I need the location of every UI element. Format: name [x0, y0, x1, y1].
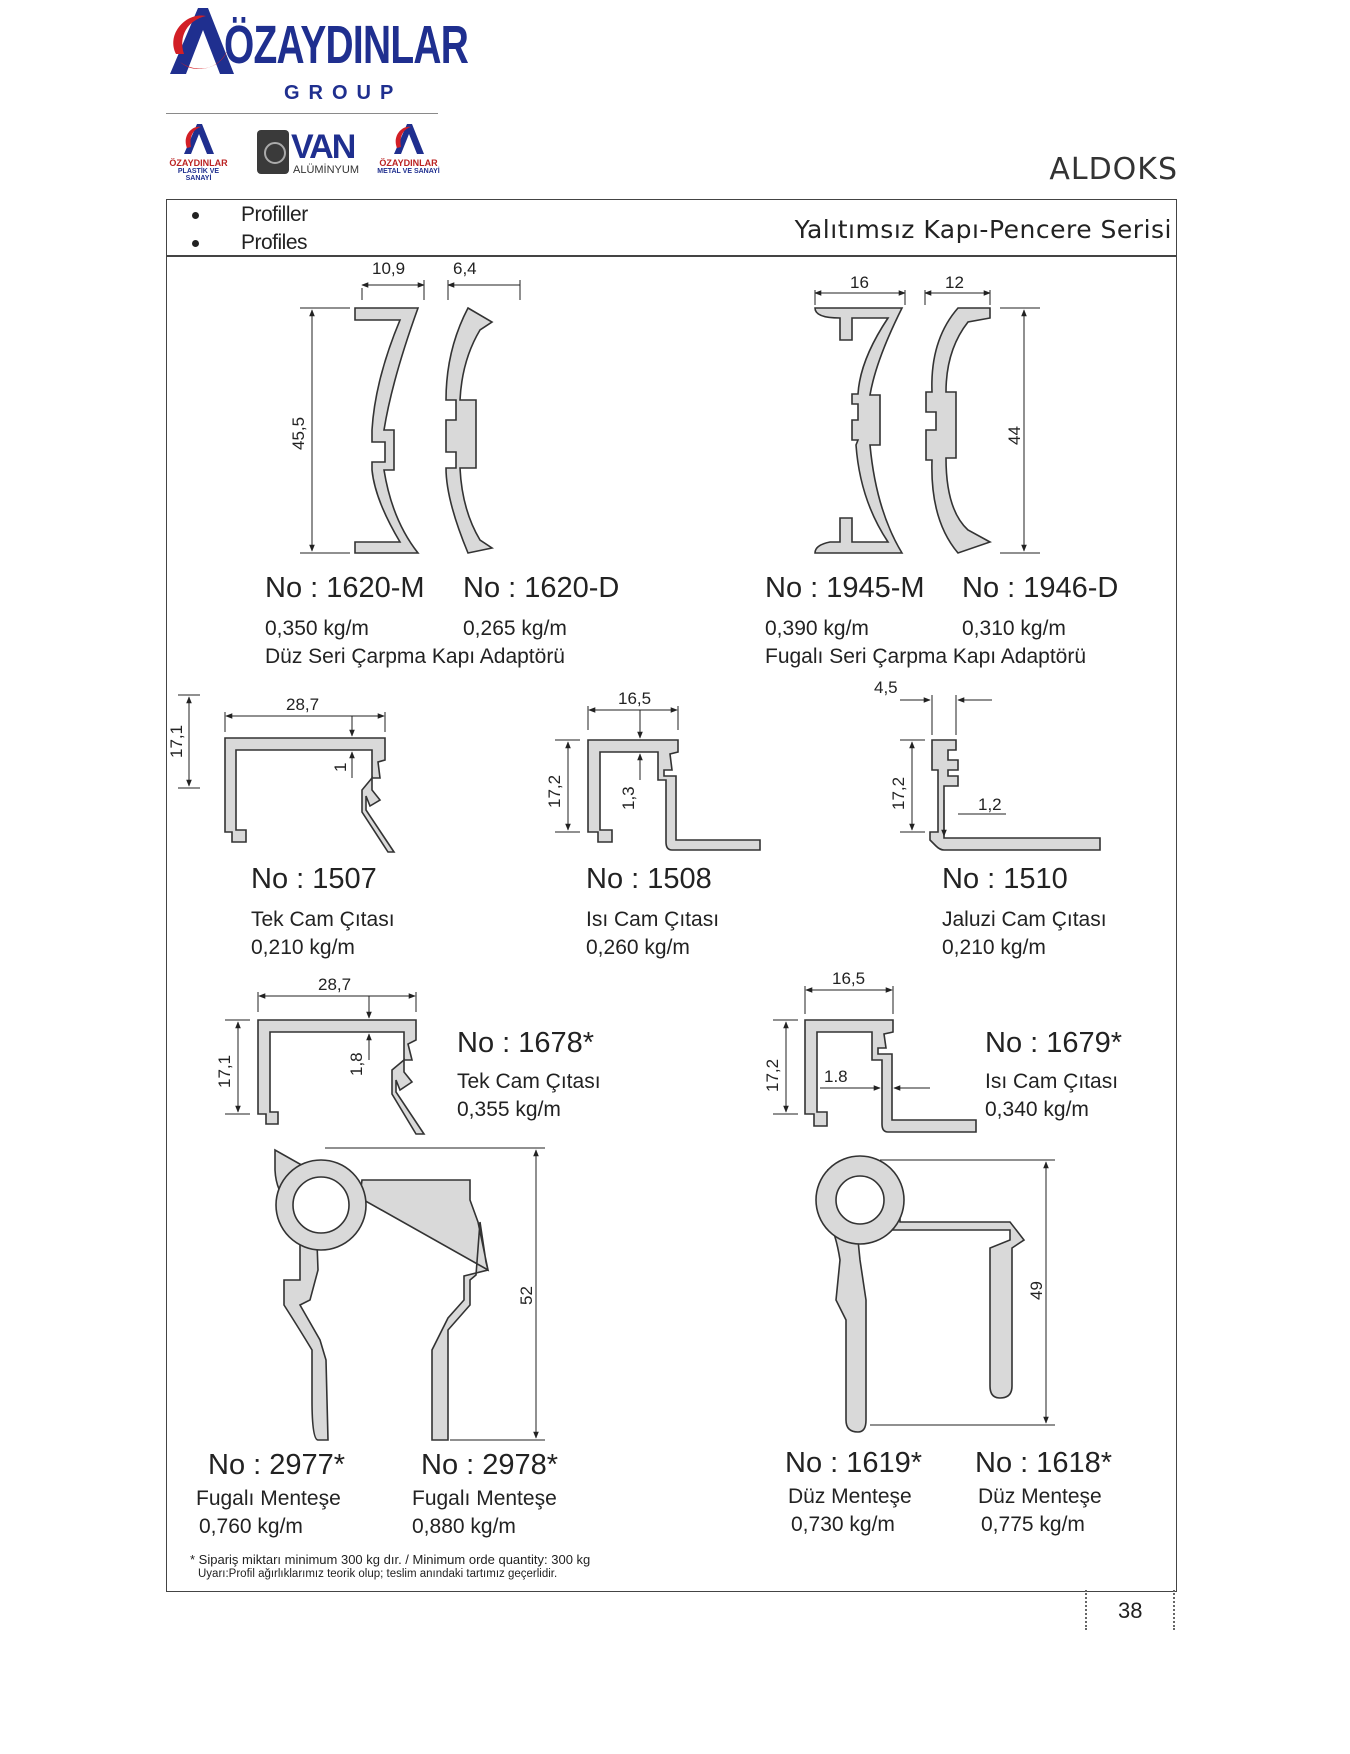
dim-1508-w: 16,5 [618, 689, 651, 708]
desc-2978: Fugalı Menteşe [412, 1487, 557, 1510]
product-no-2977: No : 2977* [208, 1449, 346, 1481]
weight-1618: 0,775 kg/m [981, 1513, 1085, 1536]
product-no-1507: No : 1507 [251, 863, 377, 895]
weight-1508: 0,260 kg/m [586, 936, 690, 959]
weight-2978: 0,880 kg/m [412, 1515, 516, 1538]
profile-1507 [224, 737, 386, 843]
series-title: Yalıtımsız Kapı-Pencere Serisi [794, 215, 1172, 244]
frame-header-divider [166, 255, 1177, 257]
dim-1508-h: 17,2 [545, 775, 564, 808]
dim-1679-t: 1.8 [824, 1067, 848, 1086]
dim-1678-t: 1,8 [347, 1052, 366, 1076]
company-subtitle: GROUP [284, 82, 403, 104]
company-name: ÖZAYDINLAR [224, 15, 469, 75]
desc-1618: Düz Menteşe [978, 1485, 1102, 1508]
weight-2977: 0,760 kg/m [199, 1515, 303, 1538]
dim-2977-h: 52 [517, 1286, 536, 1305]
profile-1620-d [445, 306, 495, 554]
page-separator [1173, 1590, 1175, 1630]
weight-1620-m: 0,350 kg/m [265, 617, 369, 640]
desc-1620: Düz Seri Çarpma Kapı Adaptörü [265, 645, 565, 668]
company-logo-icon [170, 8, 234, 74]
dim-1510-h: 17,2 [889, 777, 908, 810]
profile-1679 [804, 1019, 977, 1133]
dim-1678-h: 17,1 [215, 1055, 234, 1088]
dim-1620-h: 45,5 [289, 417, 308, 450]
dim-1620-w1: 10,9 [372, 259, 405, 278]
weight-1510: 0,210 kg/m [942, 936, 1046, 959]
profile-1946-d [925, 307, 992, 554]
van-icon [257, 130, 289, 174]
dim-1945-w2: 12 [945, 273, 964, 292]
dim-1507-h: 17,1 [167, 725, 186, 758]
weight-1946-d: 0,310 kg/m [962, 617, 1066, 640]
dim-1945-w1: 16 [850, 273, 869, 292]
profile-1510 [929, 739, 1101, 851]
product-no-1945-m: No : 1945-M [765, 572, 925, 604]
sub-logo-plastik: ÖZAYDINLAR PLASTİK VE SANAYİ [166, 122, 231, 182]
dim-1619-h: 49 [1027, 1281, 1046, 1300]
sub-logo-van: VAN ALÜMİNYUM [257, 128, 359, 178]
desc-1679: Isı Cam Çıtası [985, 1070, 1119, 1093]
dim-1507-t: 1 [331, 763, 350, 772]
dim-1510-w: 4,5 [874, 678, 898, 697]
desc-1619: Düz Menteşe [788, 1485, 912, 1508]
product-no-1618: No : 1618* [975, 1447, 1113, 1479]
dim-1678-w: 28,7 [318, 975, 351, 994]
product-no-1619: No : 1619* [785, 1447, 923, 1479]
product-no-1510: No : 1510 [942, 863, 1068, 895]
dim-1679-h: 17,2 [763, 1059, 782, 1092]
product-no-2978: No : 2978* [421, 1449, 559, 1481]
dim-1510-t: 1,2 [978, 795, 1002, 814]
bullet-icon [192, 239, 199, 247]
weight-warning: Uyarı:Profil ağırlıklarımız teorik olup;… [198, 1568, 558, 1580]
bullet-item: Profiller [192, 203, 308, 227]
company-logo: ÖZAYDINLAR GROUP [166, 4, 469, 116]
weight-1945-m: 0,390 kg/m [765, 617, 869, 640]
desc-1945: Fugalı Seri Çarpma Kapı Adaptörü [765, 645, 1087, 668]
profile-1620-m [354, 307, 420, 554]
desc-1678: Tek Cam Çıtası [457, 1070, 601, 1093]
desc-1507: Tek Cam Çıtası [251, 908, 395, 931]
weight-1679: 0,340 kg/m [985, 1098, 1089, 1121]
dim-1508-t: 1,3 [619, 786, 638, 810]
product-no-1620-d: No : 1620-D [463, 572, 620, 604]
product-no-1679: No : 1679* [985, 1027, 1123, 1059]
product-no-1678: No : 1678* [457, 1027, 595, 1059]
bullet-icon [192, 211, 199, 219]
page-separator [1085, 1590, 1087, 1630]
page-number: 38 [1118, 1598, 1143, 1623]
weight-1507: 0,210 kg/m [251, 936, 355, 959]
profile-1945-m [814, 307, 904, 554]
desc-1508: Isı Cam Çıtası [586, 908, 720, 931]
brand-name: ALDOKS [1049, 152, 1178, 187]
weight-1619: 0,730 kg/m [791, 1513, 895, 1536]
desc-1510: Jaluzi Cam Çıtası [942, 908, 1107, 931]
weight-1678: 0,355 kg/m [457, 1098, 561, 1121]
content-frame [166, 199, 1177, 1592]
order-note: * Sipariş miktarı minimum 300 kg dır. / … [190, 1552, 591, 1567]
weight-1620-d: 0,265 kg/m [463, 617, 567, 640]
dim-1945-h: 44 [1005, 426, 1024, 445]
product-no-1946-d: No : 1946-D [962, 572, 1119, 604]
header-divider [166, 113, 438, 114]
desc-2977: Fugalı Menteşe [196, 1487, 341, 1510]
sub-logo-metal: ÖZAYDINLAR METAL VE SANAYİ [376, 122, 441, 175]
dim-1679-w: 16,5 [832, 969, 865, 988]
bullet-item: Profiles [192, 231, 308, 255]
dim-1620-w2: 6,4 [453, 259, 477, 278]
ozaydinlar-icon [183, 124, 214, 154]
product-no-1508: No : 1508 [586, 863, 712, 895]
product-no-1620-m: No : 1620-M [265, 572, 425, 604]
profile-1508 [587, 739, 761, 851]
profile-1678 [257, 1019, 417, 1125]
ozaydinlar-icon [393, 124, 424, 154]
dim-1507-w: 28,7 [286, 695, 319, 714]
